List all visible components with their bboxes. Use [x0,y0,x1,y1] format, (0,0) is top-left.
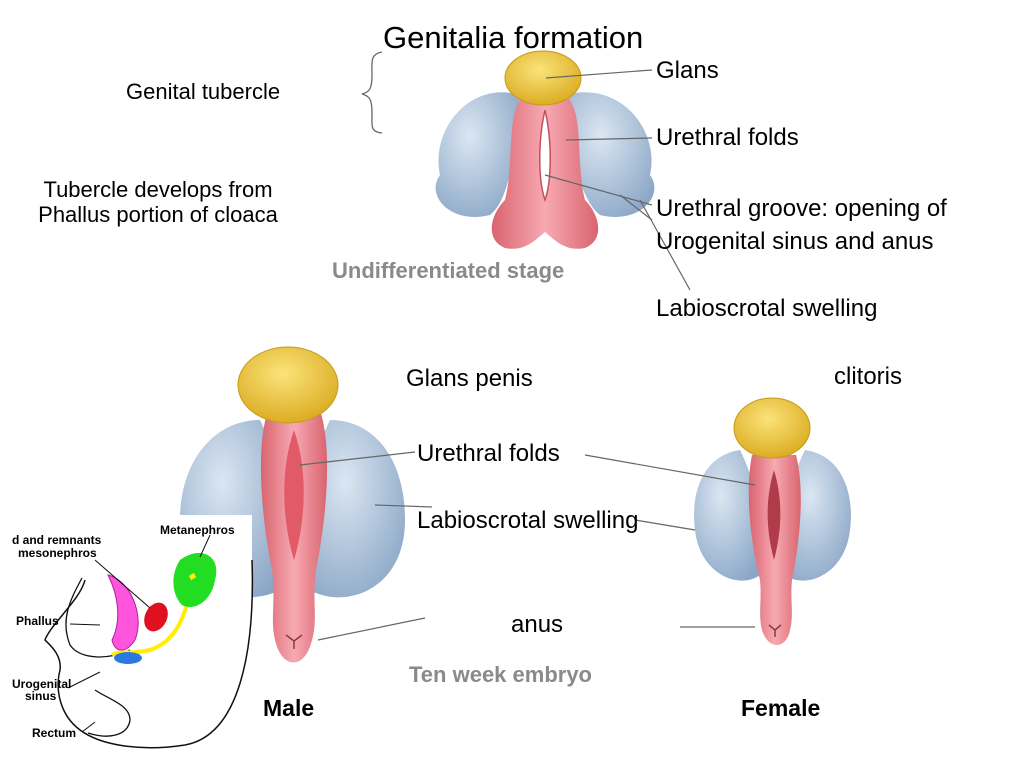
female-illustration [694,397,851,645]
inset-body-outline [44,559,254,749]
label-male: Male [263,695,315,721]
female-clitoris [733,397,811,459]
ten-week-leaders [299,451,756,641]
inset-metanephros [173,552,217,608]
inset-label-metanephros: Metanephros [160,523,235,537]
caption-ten-week-embryo: Ten week embryo [409,662,592,687]
label-urethral-folds: Urethral folds [656,124,799,151]
labioscrotal-swelling-left [435,92,520,217]
genital-tubercle-note: Genital tubercle [126,79,281,104]
label-ten-week-labioscrotal-swelling: Labioscrotal swelling [417,507,639,534]
label-labioscrotal-swelling: Labioscrotal swelling [656,295,878,322]
undifferentiated-leaders [544,69,691,291]
glans [504,50,582,106]
tubercle-development-note: Tubercle develops from Phallus portion o… [38,177,278,228]
male-swelling-right [305,420,405,598]
male-urethral-groove [284,430,304,560]
inset-label-remnants-line1: d and remnants [12,533,102,547]
inset-label-remnants-line2: mesonephros [18,546,97,560]
undifferentiated-illustration [435,50,655,249]
inset-urogenital-system [0,515,254,757]
female-anus [768,624,782,637]
inset-label-phallus: Phallus [16,614,59,628]
label-female: Female [741,695,821,721]
inset-gonad [144,602,168,632]
label-ten-week-urethral-folds: Urethral folds [417,440,560,467]
label-clitoris: clitoris [834,363,903,390]
inset-phallus-outline [65,577,131,658]
female-opening [767,470,781,560]
inset-paramesonephric-duct [107,574,139,651]
label-urethral-groove-line1: Urethral groove: opening of [656,195,947,222]
label-glans-penis: Glans penis [406,365,533,392]
genital-tubercle-brace [361,51,383,134]
inset-rectum [87,689,131,737]
inset-bladder [114,652,142,664]
label-anus: anus [511,611,564,638]
labioscrotal-swelling-right [565,92,655,217]
inset-mesonephric-duct [110,587,194,657]
inset-label-rectum: Rectum [32,726,77,740]
page-title: Genitalia formation [383,20,644,55]
urethral-groove [539,109,551,203]
inset-label-urogenital-line2: sinus [25,689,57,703]
inset-label-urogenital-line1: Urogenital [12,677,72,691]
inset-ureter [188,572,197,581]
inset-leaders [67,534,211,733]
male-anus [285,634,303,649]
label-urethral-groove-line2: Urogenital sinus and anus [656,228,934,255]
caption-undifferentiated-stage: Undifferentiated stage [332,258,565,283]
male-illustration [180,346,405,663]
label-glans: Glans [656,57,719,84]
male-glans-penis [237,346,339,424]
